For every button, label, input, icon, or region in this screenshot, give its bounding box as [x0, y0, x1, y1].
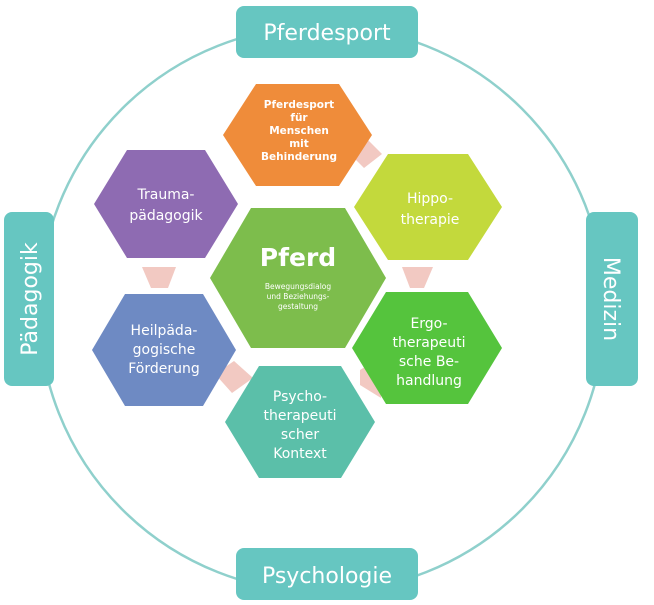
hex-line: therapie — [401, 212, 460, 228]
hexagon-center-pferd: Pferd Bewegungsdialog und Beziehungs- ge… — [210, 208, 386, 348]
hex-line: Behinderung — [261, 151, 337, 163]
center-subtitle-line: und Beziehungs- — [267, 292, 330, 301]
hex-line: Hippo- — [407, 191, 453, 207]
hex-line: Pferdesport — [264, 99, 334, 111]
hex-line: handlung — [396, 373, 462, 389]
center-subtitle-line: gestaltung — [278, 302, 318, 311]
hex-line: Ergo- — [410, 316, 447, 332]
hex-line: Trauma- — [137, 187, 195, 203]
hex-line: sche Be- — [399, 354, 459, 370]
outer-label-left: Pädagogik — [18, 242, 43, 356]
center-title: Pferd — [260, 243, 336, 272]
connector-lime-ergo — [402, 267, 433, 288]
center-subtitle-line: Bewegungsdialog — [265, 282, 332, 291]
label-box-right: Medizin — [586, 212, 638, 386]
hexagon-ergotherapie: Ergo- therapeuti sche Be- handlung — [352, 292, 502, 404]
hexagon-heilpaedagogik: Heilpäda- gogische Förderung — [92, 294, 236, 406]
hex-line: gogische — [133, 342, 196, 358]
hex-line: scher — [281, 427, 319, 443]
label-box-left: Pädagogik — [4, 212, 54, 386]
hex-line: Förderung — [128, 361, 200, 377]
hex-line: therapeuti — [392, 335, 465, 351]
label-box-top: Pferdesport — [236, 6, 418, 58]
hex-line: Kontext — [273, 446, 327, 462]
outer-label-bottom: Psychologie — [262, 564, 392, 589]
hex-line: therapeuti — [263, 408, 336, 424]
hex-line: Psycho- — [273, 389, 327, 405]
hexagon-psychotherapie: Psycho- therapeuti scher Kontext — [225, 366, 375, 478]
hexagon-hippotherapie: Hippo- therapie — [354, 154, 502, 260]
hexagon-pferdesport-behinderung: Pferdesport für Menschen mit Behinderung — [223, 84, 372, 186]
outer-label-right: Medizin — [598, 257, 623, 341]
label-box-bottom: Psychologie — [236, 548, 418, 600]
outer-label-top: Pferdesport — [263, 21, 391, 46]
hex-line: mit — [289, 138, 309, 150]
hex-line: für — [290, 112, 308, 124]
hex-line: Menschen — [269, 125, 329, 137]
hex-line: Heilpäda- — [131, 323, 198, 339]
hex-line: pädagogik — [129, 208, 203, 224]
hexagon-traumapaedagogik: Trauma- pädagogik — [94, 150, 238, 258]
connector-heil-trauma — [142, 267, 176, 288]
